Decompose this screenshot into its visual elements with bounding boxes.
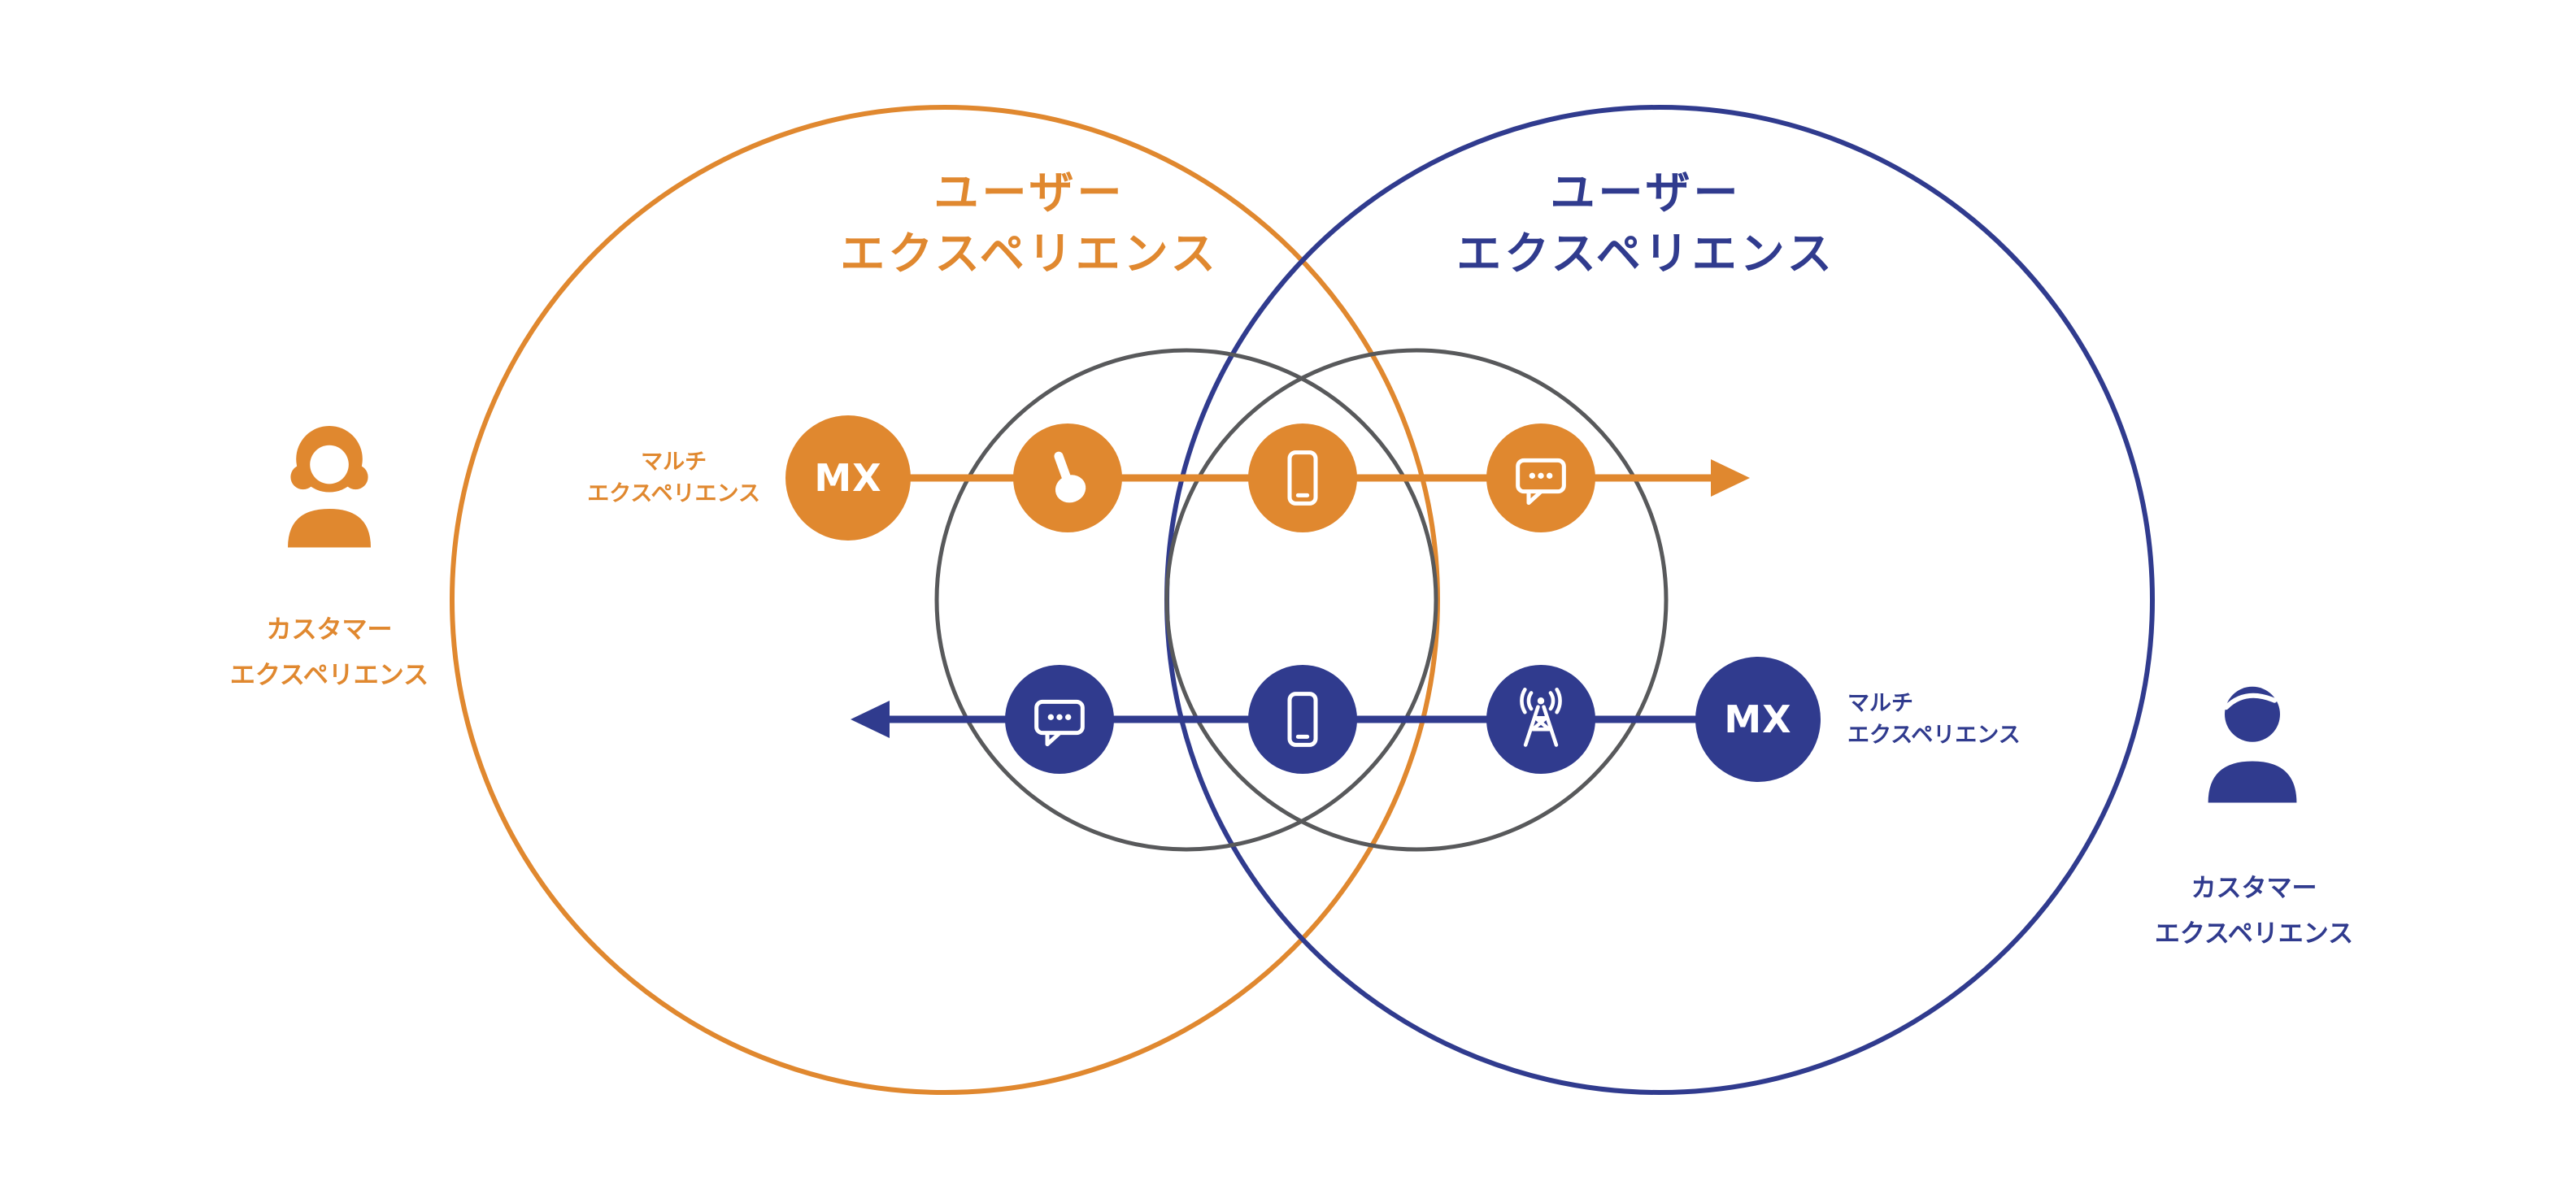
inner-circle-left	[934, 348, 1438, 852]
mx-label-right: マルチ エクスペリエンス	[1847, 688, 2021, 751]
mx-label-right-line2: エクスペリエンス	[1847, 723, 2021, 748]
ux-title-right-line2: エクスペリエンス	[1456, 227, 1835, 280]
smartphone-node-right	[1248, 665, 1357, 774]
chat-node-left	[1486, 423, 1595, 532]
chat-dots-icon	[1034, 699, 1085, 747]
tap-icon	[1054, 451, 1086, 503]
persona-right	[2183, 668, 2321, 823]
ux-title-left-line2: エクスペリエンス	[840, 227, 1219, 280]
ux-title-left: ユーザー エクスペリエンス	[840, 163, 1218, 284]
persona-left	[260, 413, 398, 567]
mx-badge-left-label: MX	[814, 456, 882, 500]
smartphone-icon	[1287, 450, 1318, 506]
ux-title-right: ユーザー エクスペリエンス	[1456, 163, 1834, 284]
flow-arrowhead-right-icon	[1711, 459, 1750, 497]
mx-label-left: マルチ エクスペリエンス	[587, 446, 760, 510]
smartphone-node-left	[1248, 423, 1357, 532]
inner-circle-right	[1164, 348, 1669, 852]
flow-arrowhead-left-icon	[851, 701, 890, 738]
ux-title-left-line1: ユーザー	[933, 167, 1125, 219]
woman-avatar-icon	[288, 425, 371, 548]
mx-label-left-line2: エクスペリエンス	[587, 481, 760, 506]
cx-label-right-line2: エクスペリエンス	[2154, 919, 2354, 949]
man-avatar-icon	[2208, 686, 2297, 803]
cx-label-left: カスタマー エクスペリエンス	[230, 608, 429, 699]
radio-tower-icon	[1520, 687, 1562, 747]
smartphone-icon	[1287, 692, 1318, 747]
mx-badge-right-label: MX	[1724, 697, 1792, 741]
mx-label-right-line1: マルチ	[1847, 690, 1913, 716]
cx-label-right-line1: カスタマー	[2191, 874, 2317, 903]
mx-badge-right: MX	[1695, 657, 1821, 782]
mx-badge-left: MX	[785, 415, 911, 541]
tap-node-left	[1013, 423, 1122, 532]
cx-label-left-line2: エクスペリエンス	[229, 660, 429, 690]
radio-tower-node-right	[1486, 665, 1595, 774]
chat-dots-icon	[1516, 458, 1566, 506]
cx-label-right: カスタマー エクスペリエンス	[2155, 866, 2353, 958]
cx-label-left-line1: カスタマー	[266, 615, 393, 645]
ux-title-right-line1: ユーザー	[1550, 167, 1742, 219]
mx-label-left-line1: マルチ	[641, 449, 707, 475]
chat-node-right	[1005, 665, 1114, 774]
